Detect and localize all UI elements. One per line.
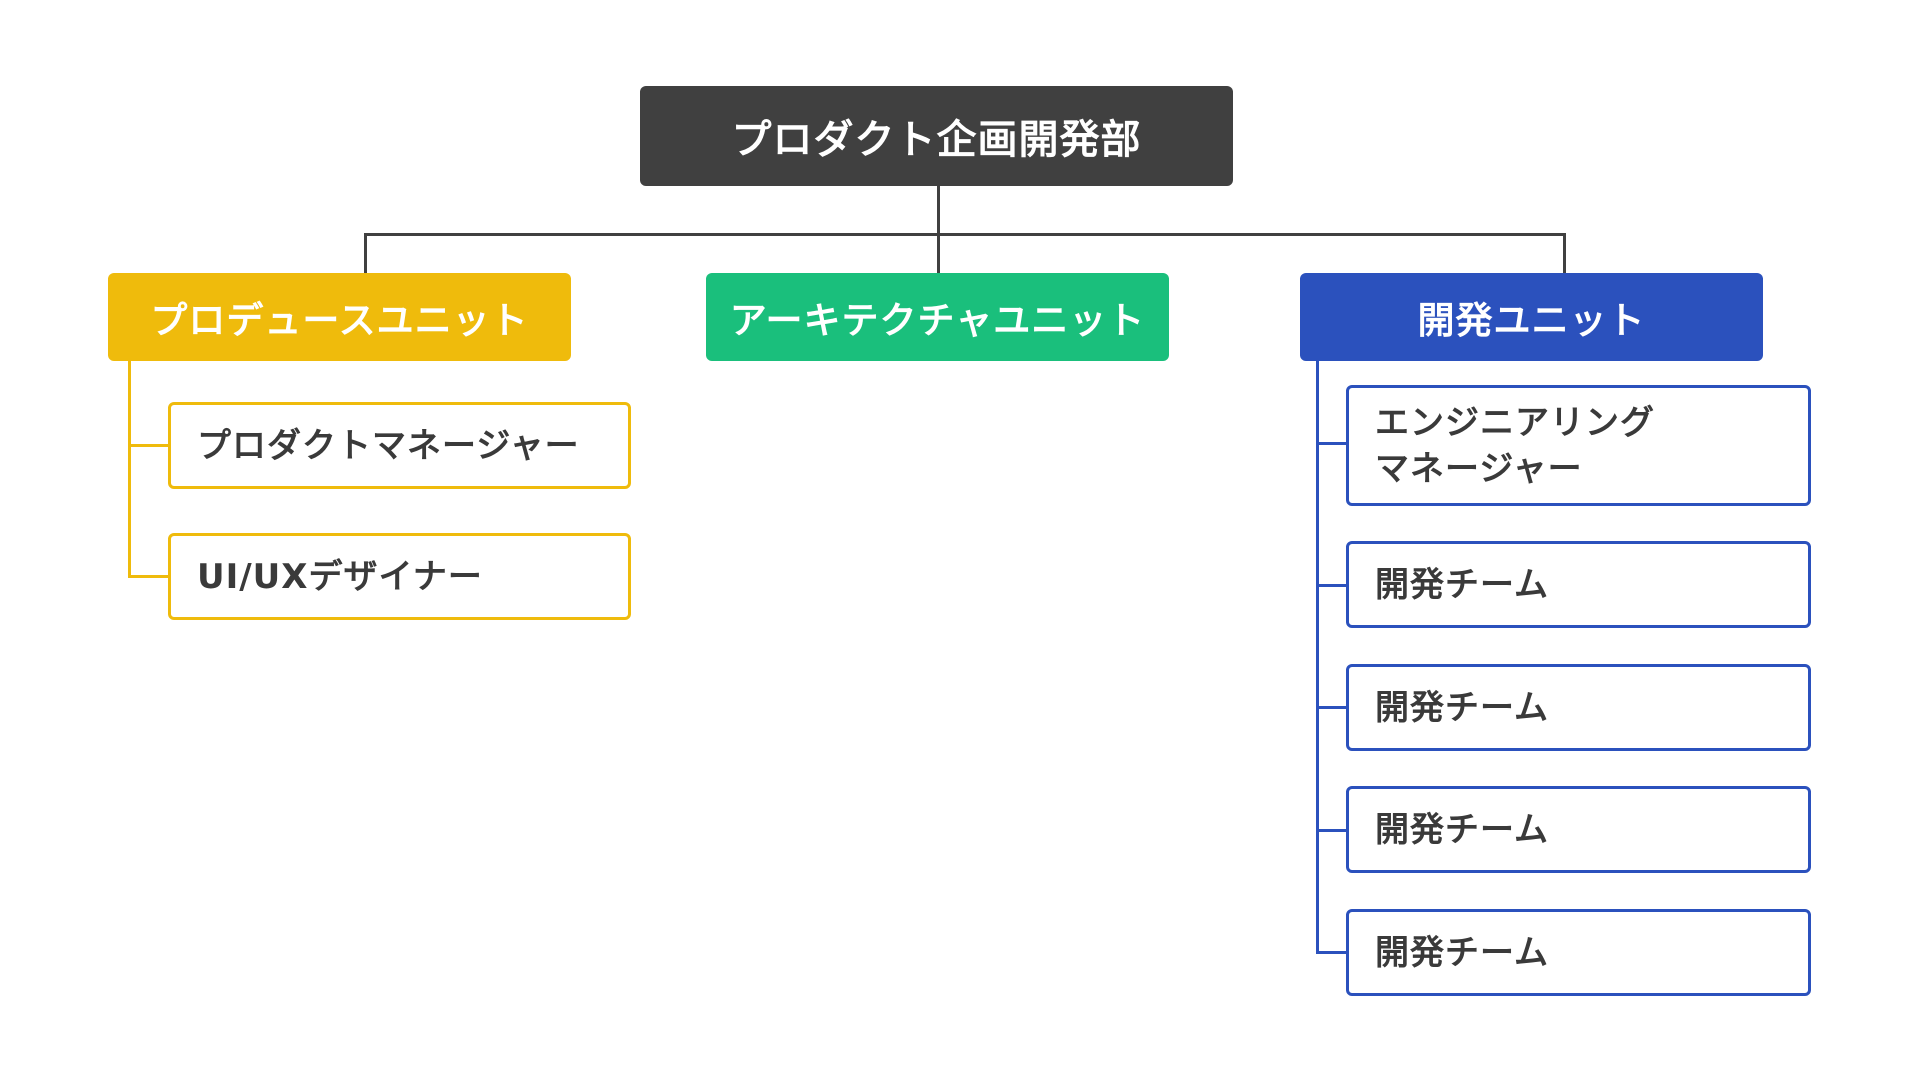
development-child-1-label: エンジニアリング マネージャー — [1375, 402, 1655, 489]
connector-to-development — [1563, 233, 1566, 273]
connector-development-branch-2 — [1316, 584, 1348, 587]
unit-architecture-label: アーキテクチャユニット — [729, 299, 1146, 342]
development-child-3: 開発チーム — [1346, 664, 1811, 751]
unit-architecture: アーキテクチャユニット — [706, 273, 1169, 361]
development-child-2-label: 開発チーム — [1375, 564, 1549, 605]
connector-development-branch-4 — [1316, 829, 1348, 832]
connector-produce-trunk — [128, 361, 131, 578]
unit-development: 開発ユニット — [1300, 273, 1763, 361]
development-child-5: 開発チーム — [1346, 909, 1811, 996]
connector-development-branch-1 — [1316, 442, 1348, 445]
connector-produce-branch-2 — [128, 575, 170, 578]
connector-produce-branch-1 — [128, 444, 170, 447]
development-child-1: エンジニアリング マネージャー — [1346, 385, 1811, 506]
connector-development-branch-3 — [1316, 706, 1348, 709]
produce-child-2: UI/UXデザイナー — [168, 533, 631, 620]
connector-development-trunk — [1316, 361, 1319, 954]
connector-horizontal-bar — [364, 233, 1566, 236]
development-child-3-label: 開発チーム — [1375, 687, 1549, 728]
unit-produce: プロデュースユニット — [108, 273, 571, 361]
root-label: プロダクト企画開発部 — [731, 117, 1142, 163]
unit-produce-label: プロデュースユニット — [150, 299, 529, 342]
development-child-4: 開発チーム — [1346, 786, 1811, 873]
produce-child-1-label: プロダクトマネージャー — [197, 425, 580, 466]
produce-child-2-label: UI/UXデザイナー — [197, 556, 483, 597]
connector-development-branch-5 — [1316, 951, 1348, 954]
development-child-5-label: 開発チーム — [1375, 932, 1549, 973]
development-child-4-label: 開発チーム — [1375, 809, 1549, 850]
development-child-2: 開発チーム — [1346, 541, 1811, 628]
produce-child-1: プロダクトマネージャー — [168, 402, 631, 489]
connector-root-down — [937, 186, 940, 235]
unit-development-label: 開発ユニット — [1417, 299, 1646, 342]
root-node: プロダクト企画開発部 — [640, 86, 1233, 186]
connector-to-architecture — [937, 233, 940, 273]
connector-to-produce — [364, 233, 367, 273]
